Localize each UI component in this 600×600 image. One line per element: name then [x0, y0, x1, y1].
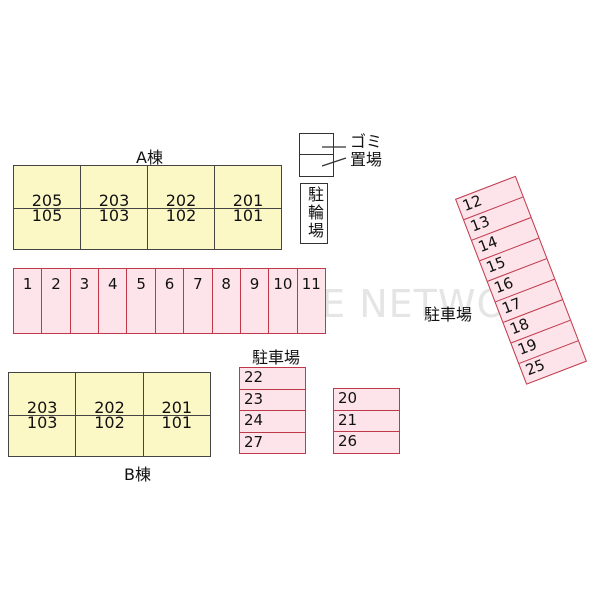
parking-label-center: 駐車場 — [252, 348, 301, 367]
unit-upper: 201 — [232, 190, 264, 210]
parking-space: 27 — [244, 432, 264, 451]
parking-space: 21 — [334, 411, 399, 433]
parking-space: 4 — [99, 269, 128, 333]
parking-space: 22 — [240, 368, 305, 390]
unit-upper: 201 — [161, 397, 193, 417]
bicycle-parking-label: 駐輪場 — [305, 186, 324, 240]
parking-space: 6 — [156, 269, 185, 333]
unit-lower: 101 — [161, 412, 193, 432]
parking-space: 23 — [240, 390, 305, 411]
parking-label-right: 駐車場 — [424, 305, 473, 324]
building-b-label: B棟 — [124, 465, 151, 484]
unit-lower: 105 — [31, 205, 63, 225]
unit-upper: 202 — [94, 397, 125, 417]
parking-space: 1 — [14, 269, 43, 333]
unit-upper: 203 — [26, 397, 58, 417]
parking-space: 8 — [213, 269, 241, 333]
bicycle-parking: 駐輪場 — [300, 183, 328, 244]
parking-space: 9 — [241, 269, 270, 333]
unit-upper: 205 — [31, 190, 63, 210]
building-a-label: A棟 — [136, 148, 163, 167]
unit-upper: 202 — [165, 190, 197, 210]
garbage-label: ゴミ置場 — [350, 133, 382, 169]
parking-space: 5 — [127, 269, 156, 333]
unit-lower: 102 — [165, 205, 197, 225]
parking-space: 24 — [240, 411, 305, 433]
parking-space: 7 — [184, 269, 213, 333]
garbage-label-line2: 置場 — [350, 150, 383, 169]
parking-space: 20 — [334, 389, 399, 411]
garbage-label-line1: ゴミ — [350, 132, 383, 151]
parking-space: 2 — [42, 269, 71, 333]
garbage-area — [299, 133, 334, 177]
parking-space: 10 — [269, 269, 298, 333]
parking-space: 11 — [301, 275, 321, 293]
unit-lower: 101 — [232, 205, 264, 225]
leader-lines — [321, 146, 347, 167]
unit-lower: 103 — [26, 412, 58, 432]
parking-space: 26 — [338, 432, 358, 451]
unit-lower: 102 — [94, 412, 125, 432]
parking-space: 3 — [71, 269, 100, 333]
unit-upper: 203 — [98, 190, 130, 210]
unit-lower: 103 — [98, 205, 130, 225]
